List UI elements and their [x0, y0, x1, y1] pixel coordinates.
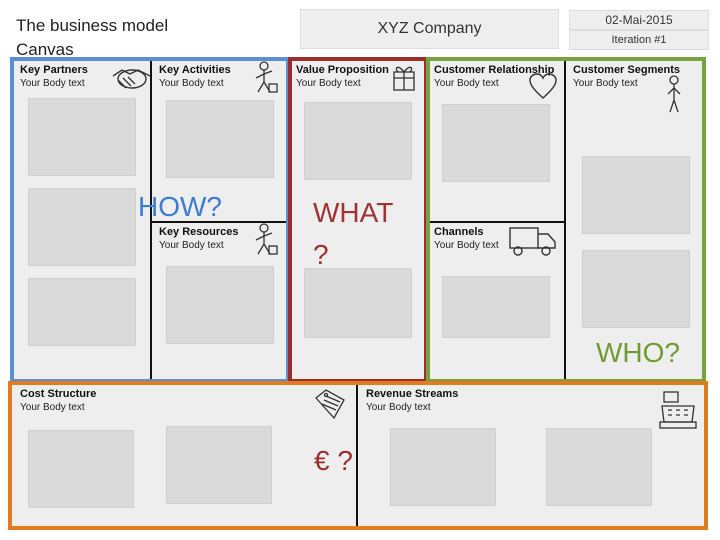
image-placeholder — [28, 188, 136, 266]
image-placeholder — [442, 276, 550, 338]
image-placeholder — [546, 428, 652, 506]
image-placeholder — [28, 430, 134, 508]
cash-register-icon — [659, 391, 697, 429]
divider-cost-revenue — [356, 382, 358, 527]
image-placeholder — [390, 428, 496, 506]
divider-relationship-channels — [426, 221, 566, 223]
price-tag-icon — [315, 389, 345, 420]
canvas-title: The business model Canvas — [16, 16, 169, 59]
customer-segments-heading: Customer Segments — [573, 64, 680, 76]
what-callout: WHAT — [313, 197, 394, 228]
image-placeholder — [28, 98, 136, 176]
image-placeholder — [166, 426, 272, 504]
heart-icon — [529, 73, 557, 99]
key-activities-heading: Key Activities — [159, 64, 231, 76]
gift-icon — [393, 66, 415, 91]
date-label: 02-Mai-2015 — [569, 10, 709, 30]
image-placeholder — [28, 278, 136, 346]
image-placeholder — [166, 266, 274, 344]
customer-relationship-body: Your Body text — [434, 78, 499, 89]
value-proposition-heading: Value Proposition — [296, 64, 389, 76]
customer-relationship-heading: Customer Relationship — [434, 64, 555, 76]
euro-callout: € ? — [314, 445, 353, 476]
who-callout: WHO? — [596, 337, 680, 368]
revenue-streams-body: Your Body text — [366, 402, 431, 413]
cost-revenue-frame — [8, 381, 708, 530]
customer-segments-body: Your Body text — [573, 78, 638, 89]
key-resources-heading: Key Resources — [159, 226, 239, 238]
revenue-streams-heading: Revenue Streams — [366, 388, 459, 400]
cost-structure-heading: Cost Structure — [20, 388, 97, 400]
key-partners-body: Your Body text — [20, 78, 85, 89]
value-proposition-body: Your Body text — [296, 78, 361, 89]
channels-heading: Channels — [434, 226, 484, 238]
worker-icon — [255, 223, 278, 255]
key-partners-heading: Key Partners — [20, 64, 88, 76]
truck-icon — [509, 227, 556, 256]
image-placeholder — [582, 156, 690, 234]
company-name: XYZ Company — [300, 9, 559, 49]
handshake-icon — [112, 69, 151, 89]
image-placeholder — [166, 100, 274, 178]
cost-structure-body: Your Body text — [20, 402, 85, 413]
person-icon — [667, 75, 681, 113]
divider-activities-resources — [150, 221, 290, 223]
image-placeholder — [582, 250, 690, 328]
image-placeholder — [442, 104, 550, 182]
what-callout-question: ? — [313, 239, 329, 270]
image-placeholder — [304, 102, 412, 180]
iteration-label: Iteration #1 — [569, 30, 709, 50]
key-activities-body: Your Body text — [159, 78, 224, 89]
image-placeholder — [304, 268, 412, 338]
how-callout: HOW? — [138, 191, 222, 222]
key-resources-body: Your Body text — [159, 240, 224, 251]
worker-icon — [255, 61, 278, 93]
channels-body: Your Body text — [434, 240, 499, 251]
